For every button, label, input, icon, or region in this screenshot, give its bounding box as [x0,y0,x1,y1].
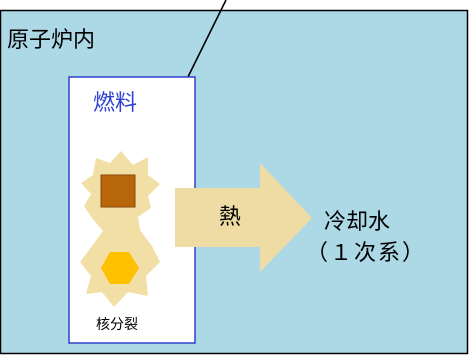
fuel-pellet [100,174,136,208]
fuel-title: 燃料 [93,91,138,116]
fission-label: 核分裂 [96,317,138,333]
coolant-sublabel: （１次系） [306,241,427,266]
heat-label: 熱 [219,205,242,230]
fission-hexagon [101,252,139,284]
fission-blob [80,151,160,307]
coolant-label: 冷却水 [324,210,391,235]
heat-arrow [175,163,312,272]
reactor-title: 原子炉内 [7,28,96,53]
